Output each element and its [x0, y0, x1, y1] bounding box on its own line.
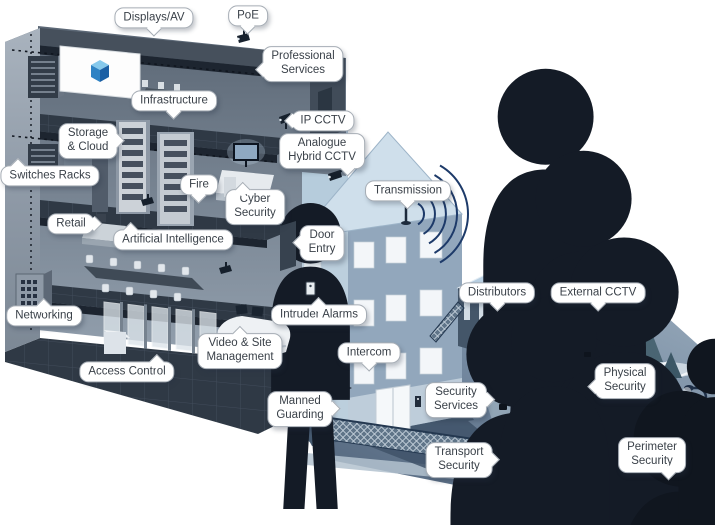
callout-security-services: Security Services: [424, 382, 495, 418]
intercom-button: [417, 398, 419, 400]
callout-switches-racks: Switches Racks: [0, 157, 100, 187]
callout-tail: [324, 401, 341, 417]
callout-fire: Fire: [180, 174, 218, 204]
callout-text: Physical Security: [603, 367, 647, 394]
callout-tail: [254, 61, 271, 78]
callout-intercom: Intercom: [337, 342, 401, 372]
ai-camera-icon: [141, 194, 154, 206]
callout-networking: Networking: [6, 297, 82, 327]
callout-tail: [291, 235, 308, 251]
callout-tail: [109, 133, 126, 149]
callout-video-site-management: Video & Site Management: [197, 325, 283, 369]
callout-transport-security: Transport Security: [425, 442, 501, 478]
ground-camera-icon: [219, 262, 232, 274]
callout-text: Intercom: [346, 346, 392, 359]
intercom-panel-icon: [415, 396, 421, 407]
callout-artificial-intelligence: Artificial Intelligence: [113, 221, 233, 251]
callout-door-entry: Door Entry: [291, 225, 345, 261]
callout-tail: [484, 452, 501, 468]
callout-text: Storage & Cloud: [67, 127, 109, 154]
callout-tail: [479, 392, 495, 408]
blue-cube-logo-icon: [91, 60, 109, 82]
poe-camera-icon: [237, 30, 250, 43]
office-left-wall: [5, 28, 40, 352]
callout-tail: [86, 216, 103, 232]
callout-access-control: Access Control: [79, 353, 175, 383]
floor-slab-3: [5, 284, 302, 324]
callout-text: IP CCTV: [300, 114, 346, 127]
callout-transmission: Transmission: [365, 180, 451, 210]
fence-band-inner: [429, 301, 465, 343]
callout-text: Fire: [189, 178, 209, 191]
callout-text: Distributors: [467, 286, 527, 299]
callout-manned-guarding: Manned Guarding: [267, 391, 341, 427]
callout-perimeter-security: Perimeter Security: [618, 437, 686, 481]
callout-professional-services: Professional Services: [254, 46, 344, 82]
callout-analogue-hybrid-cctv: Analogue Hybrid CCTV: [279, 133, 365, 177]
floor3-door: [280, 221, 296, 271]
callout-text: PoE: [237, 9, 259, 22]
callout-text: Video & Site Management: [206, 337, 274, 364]
intruder-alarm-panel-icon: [305, 281, 316, 296]
callout-external-cctv: External CCTV: [550, 282, 646, 312]
callout-tail: [586, 378, 603, 395]
fence-rail-1: [329, 417, 495, 443]
callout-text: Professional Services: [271, 50, 335, 77]
callout-tail: [283, 113, 300, 129]
callout-text: Artificial Intelligence: [122, 233, 224, 246]
callout-poe: PoE: [228, 5, 268, 35]
callout-displays-av: Displays/AV: [114, 7, 194, 37]
callout-text: Switches Racks: [9, 169, 91, 182]
callout-text: Cyber Security: [234, 193, 276, 220]
person-warehouse-door: [584, 352, 591, 357]
roof-slab: [5, 28, 345, 72]
callout-text: Retail: [56, 217, 86, 230]
display-screen: [59, 45, 141, 100]
callout-retail: Retail: [47, 213, 103, 235]
callout-cyber-security: Cyber Security: [225, 181, 285, 225]
apartment-front-wall: [348, 214, 462, 438]
callout-text: Analogue Hybrid CCTV: [288, 137, 356, 164]
person-security-services: [499, 404, 507, 410]
callout-text: External CCTV: [559, 286, 637, 299]
server-rack-1: [116, 120, 150, 214]
callout-text: Networking: [15, 309, 73, 322]
callout-text: Transmission: [374, 184, 442, 197]
callout-text: Security Services: [433, 386, 479, 413]
callout-text: Transport Security: [434, 446, 484, 473]
callout-text: Intruder Alarms: [280, 308, 358, 321]
kiosk-front: [104, 332, 126, 354]
callout-intruder-alarms: Intruder Alarms: [271, 296, 367, 326]
callout-text: Door Entry: [308, 229, 336, 256]
callout-storage-cloud: Storage & Cloud: [58, 123, 126, 159]
callout-ip-cctv: IP CCTV: [283, 110, 355, 132]
boardroom-table: [84, 254, 204, 302]
callout-text: Manned Guarding: [276, 395, 324, 422]
callout-text: Displays/AV: [123, 11, 185, 24]
callout-text: Perimeter Security: [627, 441, 677, 468]
callout-distributors: Distributors: [458, 282, 536, 312]
callout-infrastructure: Infrastructure: [131, 90, 217, 120]
callout-physical-security: Physical Security: [586, 363, 656, 399]
callout-text: Infrastructure: [140, 94, 208, 107]
